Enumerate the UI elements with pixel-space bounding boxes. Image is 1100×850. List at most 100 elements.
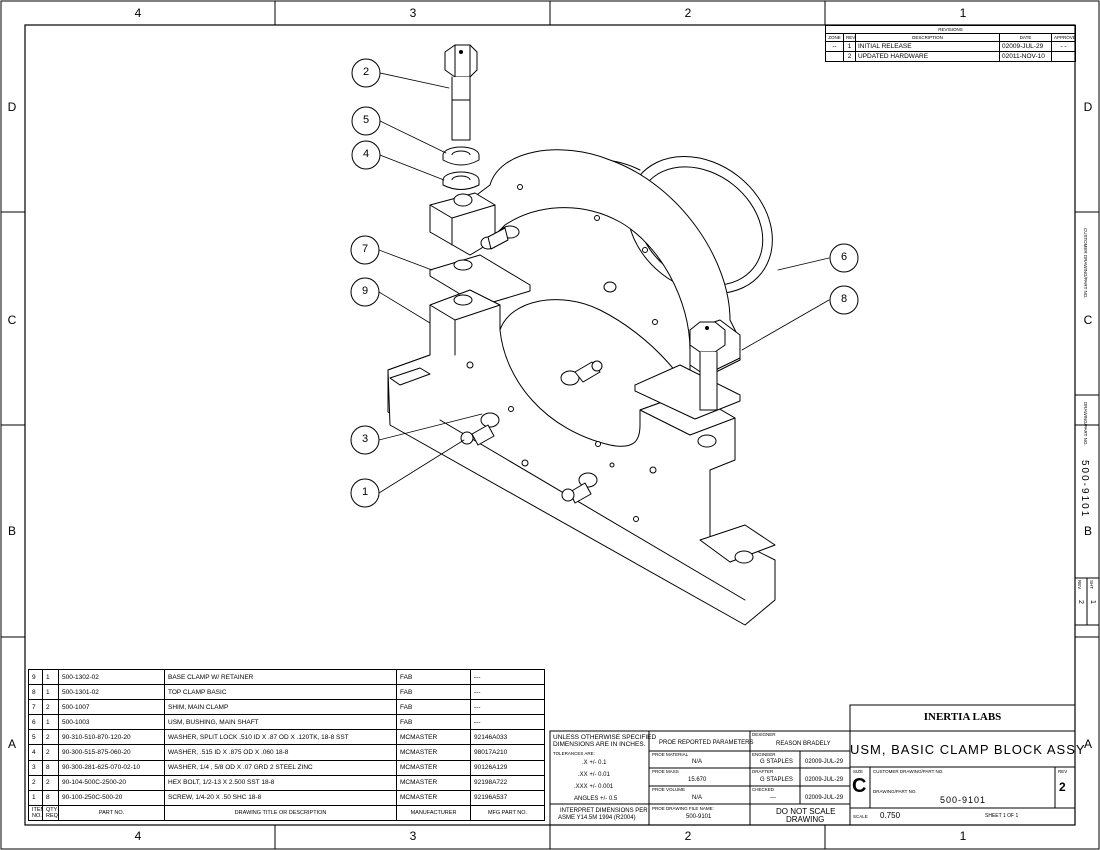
zone-col-3-top: 3 bbox=[409, 6, 417, 20]
zone-col-3-bottom: 3 bbox=[409, 829, 417, 843]
zone-row-d-right: D bbox=[1083, 100, 1093, 114]
callout-8: 8 bbox=[840, 293, 848, 305]
zone-row-c-right: C bbox=[1083, 313, 1093, 327]
scale-value: 0.750 bbox=[880, 811, 901, 820]
callout-1: 1 bbox=[361, 486, 369, 498]
callout-5: 5 bbox=[362, 114, 370, 126]
designer-label: DESIGNER bbox=[752, 732, 776, 737]
note-tol-angles: ANGLES +/- 0.5 bbox=[574, 796, 618, 802]
drawing-title: USM, BASIC CLAMP BLOCK ASSY bbox=[850, 742, 1086, 757]
zone-col-1-top: 1 bbox=[959, 6, 967, 20]
note-unless: UNLESS OTHERWISE SPECIFIED bbox=[553, 734, 657, 741]
washer-4 bbox=[442, 171, 480, 190]
callout-6: 6 bbox=[840, 251, 848, 263]
zone-col-2-bottom: 2 bbox=[684, 829, 692, 843]
zone-row-d-left: D bbox=[7, 100, 17, 114]
note-asme: ASME Y14.5M 1994 (R2004) bbox=[558, 815, 636, 821]
designer-name: REASON BRADELY bbox=[776, 741, 831, 747]
side-customer-label: CUSTOMER DRAWING/PART NO. bbox=[1083, 228, 1088, 299]
zone-row-b-right: B bbox=[1083, 524, 1092, 538]
proe-mass-label: PROE MASS bbox=[652, 769, 679, 774]
zone-row-a-right: A bbox=[1083, 737, 1092, 751]
zone-row-c-left: C bbox=[7, 313, 17, 327]
engineer-label: ENGINEER bbox=[752, 752, 776, 757]
checked-label: CHECKED bbox=[752, 787, 775, 792]
drafter-label: DRAFTER bbox=[752, 769, 774, 774]
proe-material-label: PROE MATERIAL bbox=[652, 752, 689, 757]
hex-bolt-lower bbox=[689, 321, 726, 411]
drawing-note: DRAWING bbox=[786, 815, 825, 824]
note-interpret: INTERPRET DIMENSIONS PER bbox=[560, 808, 648, 814]
size-label: SIZE bbox=[853, 769, 864, 774]
note-tol-xx: .XX +/- 0.01 bbox=[578, 772, 610, 778]
callout-3: 3 bbox=[361, 433, 369, 445]
engineer-name: G STAPLES bbox=[760, 759, 793, 765]
side-drawing-label: DRAWING/PART NO. bbox=[1083, 402, 1088, 446]
proe-mass: 15.670 bbox=[688, 777, 707, 783]
drafter-date: 02009-JUL-29 bbox=[805, 777, 844, 783]
note-tol-x: .X +/- 0.1 bbox=[582, 760, 607, 766]
size-value: C bbox=[852, 775, 867, 797]
sheet-info: SHEET 1 OF 1 bbox=[985, 813, 1019, 819]
bom-header-mfg: MFG PART NO. bbox=[470, 804, 545, 821]
note-tol-xxx: .XXX +/- 0.001 bbox=[574, 784, 614, 790]
rev-label: REV bbox=[1058, 769, 1068, 774]
note-dims: DIMENSIONS ARE IN INCHES. bbox=[553, 741, 646, 748]
callout-7: 7 bbox=[361, 243, 369, 255]
zone-col-4-top: 4 bbox=[134, 6, 142, 20]
callout-balloons bbox=[350, 58, 859, 508]
engineer-date: 02009-JUL-29 bbox=[805, 759, 844, 765]
bom-mfg: 92146A033 bbox=[470, 729, 545, 746]
bom-mfg: --- bbox=[470, 684, 545, 701]
proe-file-label: PROE DRAWING FILE NAME: bbox=[652, 806, 714, 811]
customer-label: CUSTOMER DRAWING/PART NO. bbox=[873, 769, 944, 774]
proe-params-title: PROE REPORTED PARAMETERS bbox=[659, 740, 754, 746]
callout-leaders bbox=[378, 72, 830, 494]
proe-volume: N/A bbox=[692, 795, 703, 801]
drafter-name: G STAPLES bbox=[760, 777, 793, 783]
screw-top-clamp bbox=[480, 225, 617, 293]
callout-2: 2 bbox=[362, 66, 370, 78]
proe-material: N/A bbox=[692, 759, 703, 765]
side-sht-label: SHT bbox=[1089, 580, 1094, 589]
bom-header-qty: QTY REQD. bbox=[42, 804, 59, 821]
zone-col-2-top: 2 bbox=[684, 6, 692, 20]
drawing-number: 500-9101 bbox=[940, 795, 987, 805]
bom-header-title: DRAWING TITLE OR DESCRIPTION bbox=[164, 804, 397, 821]
checked-date: 02009-JUL-29 bbox=[805, 795, 844, 801]
zone-col-1-bottom: 1 bbox=[959, 829, 967, 843]
drawing-number-label: DRAWING/PART NO. bbox=[873, 789, 917, 794]
zone-row-b-left: B bbox=[7, 524, 16, 538]
checked-name: --- bbox=[770, 795, 776, 801]
washer-5 bbox=[442, 146, 480, 166]
callout-4: 4 bbox=[362, 148, 370, 160]
hex-bolt-top bbox=[444, 44, 478, 141]
bom-header-row: ITEM NO. QTY REQD. PART NO. DRAWING TITL… bbox=[28, 804, 545, 821]
side-rev-value: 2 bbox=[1077, 600, 1084, 604]
screws-base-clamp bbox=[460, 360, 603, 504]
proe-volume-label: PROE VOLUME bbox=[652, 787, 686, 792]
note-tol-label: TOLERANCES ARE: bbox=[553, 751, 595, 756]
callout-9: 9 bbox=[361, 285, 369, 297]
side-rev-label: REV bbox=[1077, 580, 1082, 590]
rev-row-approved bbox=[1050, 51, 1077, 62]
zone-row-a-left: A bbox=[7, 737, 16, 751]
side-sht-value: 1 bbox=[1089, 600, 1096, 604]
revision-table: REVISIONS ZONE REV DESCRIPTION DATE APPR… bbox=[824, 25, 1077, 62]
rev-value: 2 bbox=[1059, 780, 1066, 794]
company-name: INERTIA LABS bbox=[923, 711, 1002, 723]
proe-file: 500-9101 bbox=[686, 814, 712, 820]
scale-label: SCALE bbox=[853, 814, 868, 819]
zone-col-4-bottom: 4 bbox=[134, 829, 142, 843]
side-drawing-number: 500-9101 bbox=[1079, 460, 1090, 519]
no-scale-note: DO NOT SCALE bbox=[776, 807, 836, 816]
